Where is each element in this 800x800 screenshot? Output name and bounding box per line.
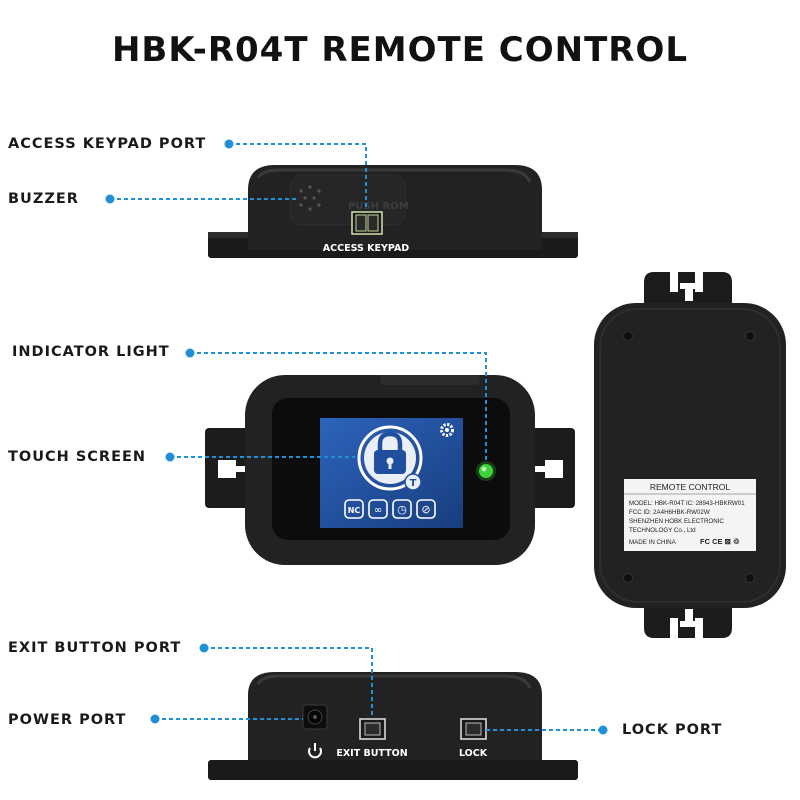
lock-port[interactable] (460, 718, 487, 740)
access-keypad-port-icon (351, 211, 383, 235)
timer-badge (404, 473, 422, 491)
exit-button-port[interactable] (359, 718, 386, 740)
callout-lock-port: LOCK PORT (622, 722, 723, 738)
embossed-text: PUSH ROM (348, 201, 409, 212)
callout-indicator-light: INDICATOR LIGHT (12, 344, 170, 360)
product-label (624, 479, 756, 551)
callout-power-port: POWER PORT (8, 712, 127, 728)
clock-icon: ◷ (397, 503, 407, 516)
product-label-line: MADE IN CHINA (629, 539, 677, 546)
disable-button[interactable]: ⊘ (416, 499, 436, 519)
timer-badge-label: T (410, 478, 417, 489)
access-keypad-label: ACCESS KEYPAD (323, 243, 410, 254)
power-icon (308, 743, 322, 759)
device-bottom-view: EXIT BUTTON LOCK (208, 672, 578, 780)
callout-touch-screen: TOUCH SCREEN (8, 449, 147, 465)
device-back-view: REMOTE CONTROL MODEL: HBK-R04T IC: 28943… (594, 272, 786, 638)
page-title: HBK-R04T REMOTE CONTROL (111, 30, 689, 70)
loop-mode-icon: ∞ (374, 505, 382, 516)
gear-icon[interactable] (440, 423, 454, 437)
device-top-view: PUSH ROM ACCESS KEYPAD (208, 165, 578, 258)
device-front-view: T NC ∞ ◷ ⊘ (205, 375, 575, 565)
product-label-line: TECHNOLOGY Co., Ltd (629, 527, 696, 534)
product-label-line: SHENZHEN HOBK ELECTRONIC (629, 518, 724, 525)
touch-screen[interactable]: T NC ∞ ◷ ⊘ (320, 418, 463, 528)
lock-label: LOCK (459, 748, 488, 759)
buzzer-holes (299, 185, 321, 211)
padlock-icon (357, 425, 423, 491)
indicator-light (479, 464, 493, 478)
product-label-line: FCC ID: 2A4H6HBK-RW02W (629, 509, 710, 516)
timer-button[interactable]: ◷ (392, 499, 412, 519)
callout-buzzer: BUZZER (8, 191, 79, 207)
certification-marks: FC CE ⊠ ♲ (700, 537, 740, 546)
nc-button-label: NC (348, 506, 361, 515)
product-label-heading: REMOTE CONTROL (650, 482, 731, 492)
leader-lines (110, 143, 603, 731)
loop-mode-button[interactable]: ∞ (368, 499, 388, 519)
power-port[interactable] (302, 704, 328, 730)
prohibit-icon: ⊘ (421, 503, 430, 516)
exit-button-label: EXIT BUTTON (336, 748, 407, 759)
leader-dots (105, 139, 608, 735)
callout-exit-button-port: EXIT BUTTON PORT (8, 640, 182, 656)
product-label-line: MODEL: HBK-R04T IC: 28943-HBKRW01 (629, 500, 745, 507)
nc-button[interactable]: NC (344, 499, 364, 519)
callout-access-keypad-port: ACCESS KEYPAD PORT (8, 136, 207, 152)
